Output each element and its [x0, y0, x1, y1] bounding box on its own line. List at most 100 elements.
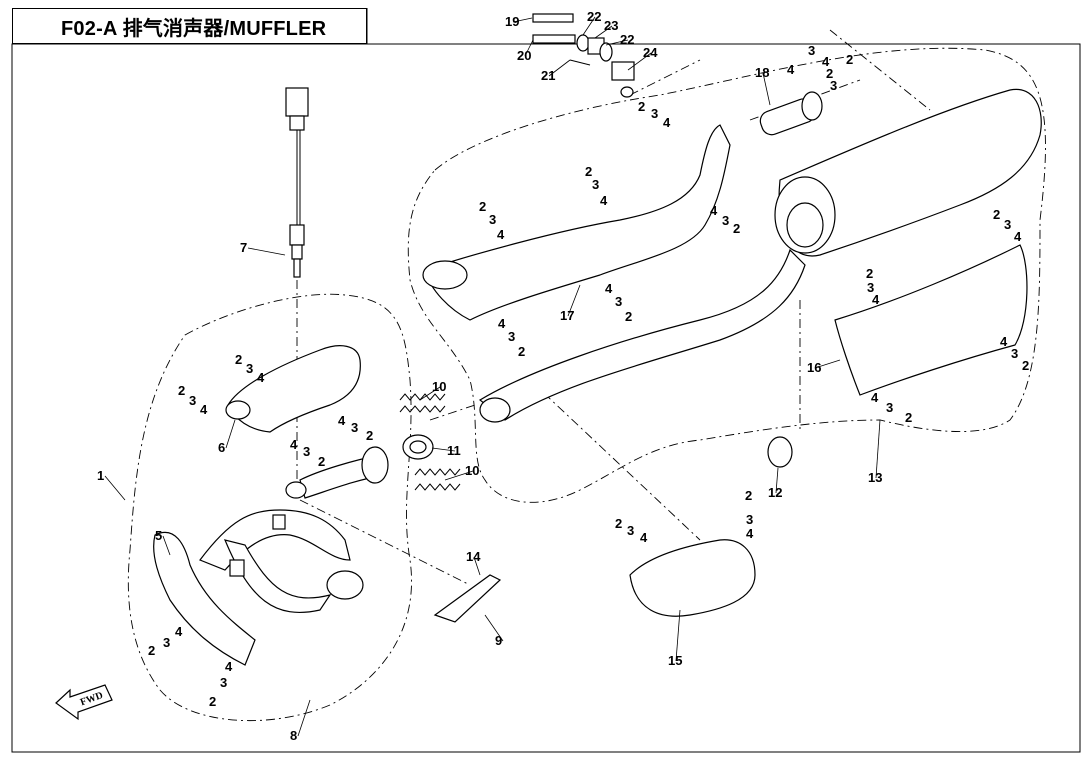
leader-line — [875, 419, 881, 479]
part-number-label: 4 — [290, 437, 298, 452]
part-number-label: 3 — [351, 420, 358, 435]
part-number-label: 2 — [993, 207, 1000, 222]
part-number-label: 2 — [479, 199, 486, 214]
part-number-label: 3 — [220, 675, 227, 690]
part-number-label: 2 — [846, 52, 853, 67]
part-number-label: 3 — [246, 361, 253, 376]
part-number-label: 3 — [508, 329, 515, 344]
grommet-12 — [767, 436, 793, 468]
part-number-label: 2 — [518, 344, 525, 359]
leader-line — [431, 447, 456, 452]
part-number-label: 3 — [830, 78, 837, 93]
part-number-label: 3 — [615, 294, 622, 309]
leader-line — [524, 39, 534, 57]
part-number-label: 2 — [733, 221, 740, 236]
leader-line — [484, 614, 504, 642]
part-number-label: 2 — [178, 383, 185, 398]
part-number-label: 10 — [432, 379, 446, 394]
part-number-label: 13 — [868, 470, 882, 485]
part-number-label: 4 — [338, 413, 346, 428]
group-outline-1 — [127, 293, 412, 722]
hanger-hardware — [532, 13, 635, 98]
part-number-label: 22 — [587, 9, 601, 24]
part-number-label: 3 — [189, 393, 196, 408]
part-number-label: 16 — [807, 360, 821, 375]
part-number-label: 19 — [505, 14, 519, 29]
part-number-label: 3 — [303, 444, 310, 459]
part-number-label: 9 — [495, 633, 502, 648]
part-number-label: 6 — [218, 440, 225, 455]
leader-line — [225, 419, 236, 449]
heat-shield-16 — [834, 244, 1028, 396]
tail-pipe-18 — [759, 91, 823, 136]
connecting-pipe — [478, 248, 806, 421]
part-number-label: 8 — [290, 728, 297, 743]
part-number-label: 4 — [872, 292, 880, 307]
part-number-label: 4 — [497, 227, 505, 242]
leader-line — [582, 16, 596, 36]
part-number-label: 4 — [600, 193, 608, 208]
leader-line — [444, 470, 474, 481]
leader-line — [775, 467, 779, 494]
part-number-label: 4 — [1000, 334, 1008, 349]
part-number-label: 24 — [643, 45, 658, 60]
part-number-label: 20 — [517, 48, 531, 63]
forward-direction-arrow[interactable]: FWD — [55, 684, 113, 721]
leader-line — [567, 284, 581, 317]
leader-line — [419, 386, 441, 401]
leader-line — [512, 17, 533, 23]
leader-line — [162, 535, 171, 556]
part-number-label: 12 — [768, 485, 782, 500]
outer-border — [11, 43, 1081, 753]
part-number-label: 2 — [148, 643, 155, 658]
leader-line — [247, 247, 286, 256]
leader-line — [104, 475, 126, 501]
part-number-label: 10 — [465, 463, 479, 478]
heat-shield-6 — [227, 345, 361, 433]
part-number-label: 7 — [240, 240, 247, 255]
part-number-label: 17 — [560, 308, 574, 323]
part-number-label: 1 — [97, 468, 104, 483]
leader-line — [605, 39, 629, 46]
oxygen-sensor — [285, 87, 309, 278]
part-number-label: 4 — [257, 370, 265, 385]
part-number-label: 15 — [668, 653, 682, 668]
leader-line — [627, 52, 652, 71]
part-number-label: 2 — [366, 428, 373, 443]
leader-line — [548, 59, 571, 77]
part-number-label: 2 — [625, 309, 632, 324]
part-number-label: 2 — [826, 66, 833, 81]
pipe-5 — [153, 531, 256, 666]
group-outline-13 — [407, 47, 1046, 503]
heat-shield-15 — [629, 539, 756, 617]
part-number-label: 4 — [1014, 229, 1022, 244]
part-number-label: 4 — [200, 402, 208, 417]
part-number-label: 23 — [604, 18, 618, 33]
muffler-body — [778, 88, 1042, 257]
part-number-label: 3 — [722, 213, 729, 228]
part-number-label: 2 — [866, 266, 873, 281]
part-number-label: 18 — [755, 65, 769, 80]
mid-pipe-17 — [424, 124, 731, 321]
part-number-label: 3 — [489, 212, 496, 227]
part-number-label: 2 — [209, 694, 216, 709]
part-number-label: 14 — [466, 549, 481, 564]
part-number-label: 2 — [745, 488, 752, 503]
part-number-label: 4 — [871, 390, 879, 405]
leader-line — [594, 25, 613, 39]
part-number-label: 2 — [318, 454, 325, 469]
part-number-label: 4 — [175, 624, 183, 639]
part-number-label: 2 — [615, 516, 622, 531]
part-number-label: 21 — [541, 68, 555, 83]
part-number-label: 3 — [163, 635, 170, 650]
springs-10 — [399, 393, 461, 491]
leader-line — [675, 609, 681, 662]
part-number-label: 2 — [235, 352, 242, 367]
part-number-label: 5 — [155, 528, 162, 543]
part-number-label: 3 — [867, 280, 874, 295]
bracket-14 — [433, 574, 502, 623]
part-number-label: 2 — [585, 164, 592, 179]
part-number-label: 3 — [651, 106, 658, 121]
part-number-label: 4 — [605, 281, 613, 296]
